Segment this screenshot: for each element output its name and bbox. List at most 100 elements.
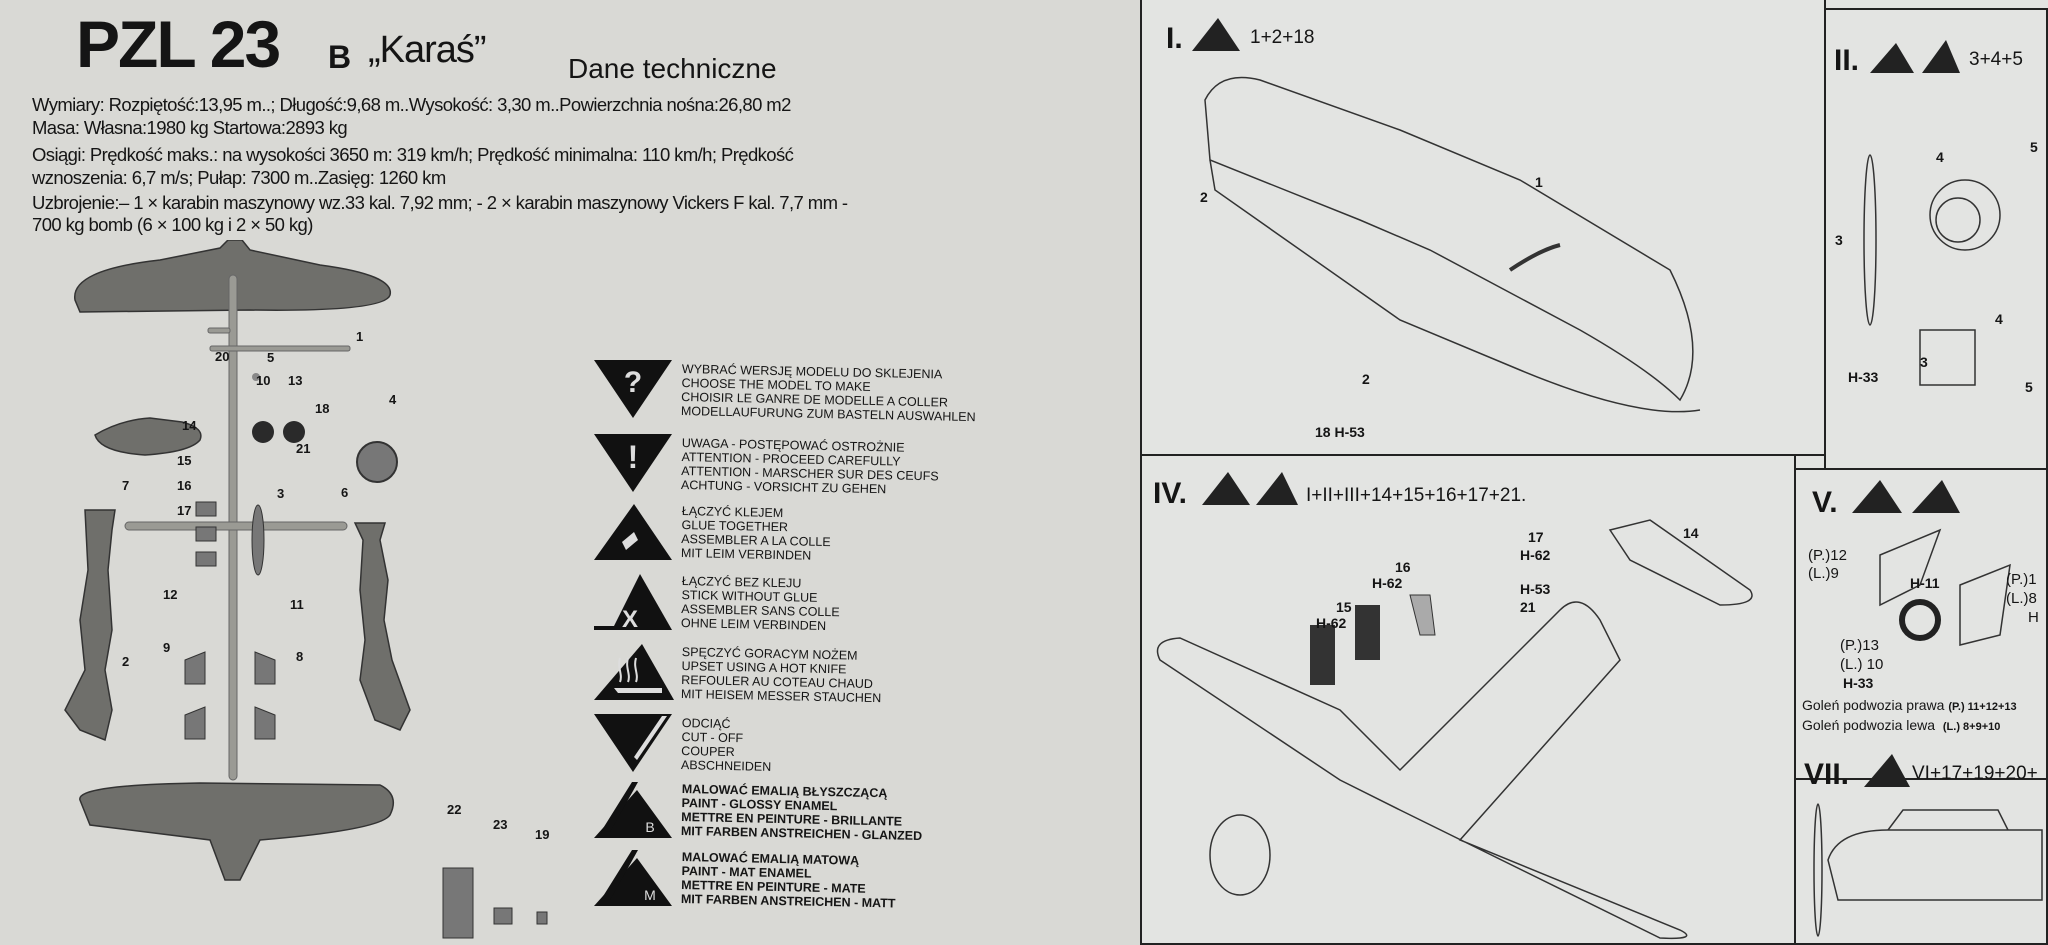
- part-number: 7: [122, 478, 130, 493]
- part-number: 1: [356, 329, 364, 344]
- callout-label: 17: [1528, 529, 1544, 545]
- svg-text:M: M: [644, 887, 656, 903]
- parts-sprue-diagram: [64, 240, 548, 939]
- glue-icon: [1864, 754, 1910, 787]
- question-icon: ?: [594, 360, 672, 418]
- gear-left-caption: Goleń podwozia lewa (L.) 8+9+10: [1802, 717, 2001, 733]
- spec-line: Masa: Własna:1980 kg Startowa:2893 kg: [32, 117, 348, 138]
- step-2-sequence: 3+4+5: [1969, 49, 2023, 70]
- step-5-landing-gear-drawing: [1879, 528, 2011, 646]
- glue-icon: [1192, 18, 1240, 51]
- sprue-horizontal: [124, 521, 348, 531]
- part-number: 16: [177, 478, 192, 493]
- paint-glossy-icon: B: [594, 782, 672, 838]
- model-variant: B: [328, 39, 352, 75]
- spec-line: 700 kg bomb (6 × 100 kg i 2 × 50 kg): [32, 214, 313, 235]
- part-number: 14: [182, 418, 197, 433]
- model-name: „Karaś”: [368, 29, 487, 71]
- callout-label: 3: [1920, 354, 1928, 370]
- part-fuselage-right: [353, 522, 411, 731]
- callout-label: (L.)9: [1808, 565, 1839, 582]
- part-number: 12: [163, 587, 178, 602]
- step-7-panel: [1794, 778, 2048, 945]
- part-number: 9: [163, 640, 171, 655]
- step-7-aircraft-side-drawing: [1813, 803, 2043, 937]
- step-4-number: IV.: [1153, 477, 1187, 510]
- callout-label: H-33: [1843, 675, 1874, 691]
- paint-and-glue-icons: [1870, 40, 1960, 73]
- part-number: 13: [288, 373, 303, 388]
- svg-text:B: B: [645, 819, 654, 835]
- paint-matt-icon: M: [594, 850, 672, 906]
- part-number: 2: [122, 654, 130, 669]
- svg-text:X: X: [622, 606, 638, 633]
- callout-label: 2: [1200, 189, 1208, 205]
- part-number: 15: [177, 453, 192, 468]
- cut-icon: [594, 714, 672, 772]
- step-1-number: I.: [1166, 22, 1183, 55]
- callout-label: 3: [1835, 232, 1843, 248]
- callout-label: 16: [1395, 559, 1411, 575]
- part-number: 6: [341, 485, 349, 500]
- gear-right-caption: Goleń podwozia prawa (P.) 11+12+13: [1802, 697, 2017, 713]
- part-number: 20: [215, 349, 230, 364]
- callout-label: H-62: [1316, 615, 1347, 631]
- callout-label: H-53: [1520, 581, 1551, 597]
- step-7-sequence: VI+17+19+20+: [1912, 763, 2038, 784]
- callout-label: 21: [1520, 599, 1536, 615]
- callout-label: (P.)1: [2006, 571, 2037, 588]
- part-number: 8: [296, 649, 304, 664]
- callout-label: 5: [2030, 139, 2038, 155]
- section-title: Dane techniczne: [568, 53, 777, 84]
- step-2-engine-drawing: [1863, 154, 2001, 386]
- callout-label: (L.)8: [2006, 590, 2037, 607]
- step-2-number: II.: [1834, 44, 1860, 77]
- callout-label: 14: [1683, 525, 1699, 541]
- part-number: 21: [296, 441, 311, 456]
- callout-label: H-62: [1372, 575, 1403, 591]
- sprue-branch: [209, 345, 351, 352]
- svg-text:!: !: [628, 439, 639, 475]
- spec-line: wznoszenia: 6,7 m/s; Pułap: 7300 m..Zasi…: [32, 167, 446, 188]
- hot-knife-icon: [594, 644, 674, 700]
- step-4-sequence: I+II+III+14+15+16+17+21.: [1306, 485, 1527, 506]
- exclamation-icon: !: [594, 434, 672, 492]
- part-number: 4: [389, 392, 397, 407]
- part-number: 5: [267, 350, 275, 365]
- part-wheel-hub: [356, 441, 398, 483]
- callout-label: H-62: [1520, 547, 1551, 563]
- part-fuselage-left: [64, 509, 116, 742]
- assembly-page: I. 1+2+18 1 2 2 18 H-53 II. 3+4+5 4 5 3 …: [1140, 0, 2048, 945]
- model-title: PZL 23: [76, 7, 281, 81]
- callout-label: (P.)12: [1808, 547, 1847, 564]
- callout-label: 15: [1336, 599, 1352, 615]
- spec-line: Uzbrojenie:– 1 × karabin maszynowy wz.33…: [32, 192, 848, 213]
- callout-label: 18 H-53: [1315, 424, 1365, 440]
- callout-label: 4: [1995, 311, 2003, 327]
- glue-icon: [594, 504, 672, 560]
- step-4-aircraft-drawing: [1156, 519, 1753, 940]
- step-1-wing-drawing: [1204, 76, 1701, 413]
- part-number: 11: [290, 597, 304, 612]
- callout-label: 4: [1936, 149, 1944, 165]
- no-glue-icon: X: [594, 574, 672, 633]
- callout-label: H-11: [1910, 575, 1940, 591]
- part-number: 23: [493, 817, 508, 832]
- step-5-number: V.: [1812, 486, 1838, 519]
- callout-label: H: [2028, 609, 2039, 626]
- callout-label: 5: [2025, 379, 2033, 395]
- callout-label: (L.) 10: [1840, 656, 1884, 673]
- spec-line: Wymiary: Rozpiętość:13,95 m..; Długość:9…: [32, 94, 791, 115]
- part-lower-wing: [79, 782, 395, 881]
- glue-and-paint-icons: [1202, 472, 1298, 505]
- callout-label: (P.)13: [1840, 637, 1879, 654]
- callout-label: 2: [1362, 371, 1370, 387]
- part-number: 19: [535, 827, 550, 842]
- callout-label: 1: [1535, 174, 1543, 190]
